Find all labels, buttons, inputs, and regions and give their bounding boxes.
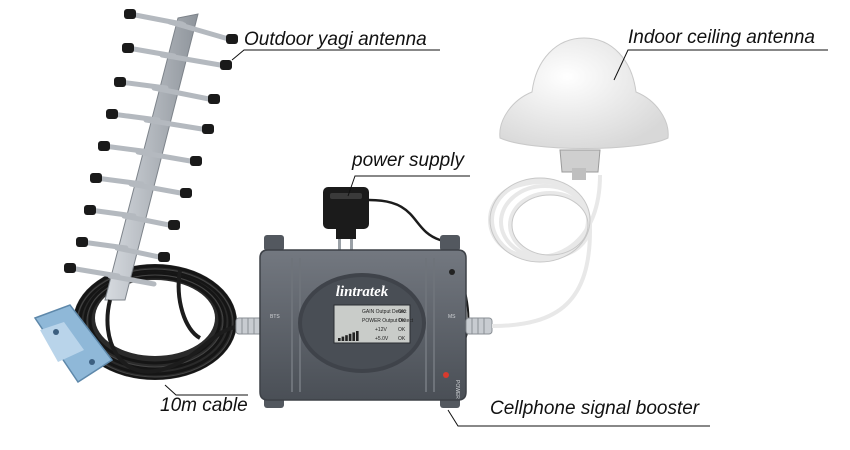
- label-power-supply: power supply: [352, 150, 464, 171]
- signal-booster: lintratek: [259, 235, 467, 408]
- right-connector: [465, 317, 493, 335]
- power-jack-icon: [449, 269, 455, 275]
- lcd-status-4: OK: [398, 336, 406, 342]
- ceiling-antenna: [499, 37, 669, 180]
- left-connector: [235, 317, 263, 335]
- lcd-status-3: OK: [398, 327, 406, 333]
- label-indoor-antenna: Indoor ceiling antenna: [628, 27, 815, 48]
- signal-bar: [338, 338, 341, 341]
- coil-lead: [176, 269, 202, 340]
- lcd-status-1: OK: [398, 309, 406, 315]
- lcd-line-2: POWER Output Detect: [362, 318, 414, 324]
- indoor-cable: [488, 174, 602, 328]
- signal-bar: [352, 332, 355, 341]
- signal-bar: [356, 331, 359, 341]
- signal-bar: [341, 336, 345, 341]
- lcd-line-4: +5.0V: [375, 336, 389, 342]
- yagi-antenna: [64, 9, 238, 301]
- port-label-right: MS: [448, 314, 456, 320]
- label-cable: 10m cable: [160, 395, 248, 416]
- lcd-line-3: +12V: [375, 327, 387, 333]
- power-led-label: POWER: [454, 380, 460, 399]
- leader-lines: [164, 49, 828, 427]
- power-led-icon: [443, 372, 449, 378]
- mounting-bracket: [33, 304, 114, 384]
- brand-logo: lintratek: [336, 284, 389, 300]
- antenna-cable: [105, 299, 241, 374]
- indoor-cable-outline: [489, 177, 591, 263]
- signal-bar: [348, 333, 352, 341]
- lcd-status-2: OK: [398, 318, 406, 324]
- label-outdoor-antenna: Outdoor yagi antenna: [244, 29, 427, 50]
- signal-bars: [338, 331, 359, 341]
- port-label-left: BTS: [270, 314, 280, 320]
- lcd-line-1: GAIN Output Detect: [362, 309, 407, 315]
- label-booster: Cellphone signal booster: [490, 398, 700, 419]
- signal-bar: [345, 335, 348, 341]
